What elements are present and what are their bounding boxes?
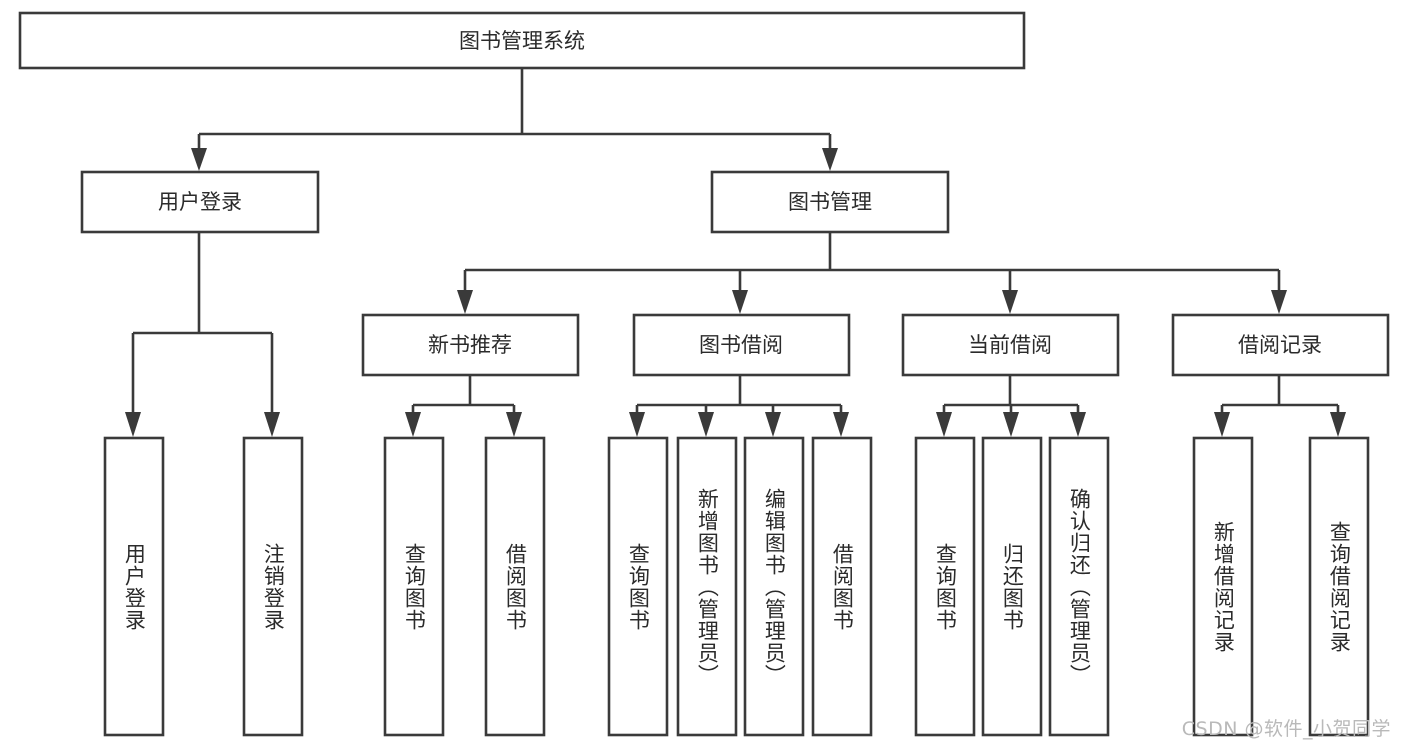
node-root[interactable]: 图书管理系统 [18, 11, 1026, 70]
arrow-to-user-login [191, 148, 207, 171]
node-leaf-query-book-2-box[interactable] [607, 436, 669, 737]
node-book-borrow-box[interactable] [632, 313, 851, 377]
edge-group-bookmanage-to-level3 [457, 232, 1287, 314]
node-user-login-label: 用户登录 [158, 190, 242, 214]
node-book-borrow[interactable]: 图书借阅 [632, 313, 851, 377]
node-leaf-borrow-book-1-box[interactable] [484, 436, 546, 737]
node-current-borrow-box[interactable] [901, 313, 1120, 377]
node-leaf-query-book-3-box[interactable] [914, 436, 976, 737]
arrow-to-leaf-user-logout [264, 412, 280, 437]
edge-group-bookborrow-to-leaves [629, 375, 849, 437]
arrow-to-leaf-add-record [1214, 412, 1230, 437]
node-new-book-recommend[interactable]: 新书推荐 [361, 313, 580, 377]
arrow-to-new-book-recommend [457, 290, 473, 314]
node-current-borrow[interactable]: 当前借阅 [901, 313, 1120, 377]
edge-group-currentborrow-to-leaves [936, 375, 1086, 437]
arrow-to-borrow-record [1271, 290, 1287, 314]
node-user-login[interactable]: 用户登录 [80, 170, 320, 234]
arrow-to-current-borrow [1002, 290, 1018, 314]
node-borrow-record-box[interactable] [1171, 313, 1390, 377]
node-leaf-query-record-box[interactable] [1308, 436, 1370, 737]
node-book-borrow-label: 图书借阅 [699, 333, 783, 357]
arrow-to-book-borrow [732, 290, 748, 314]
node-borrow-record[interactable]: 借阅记录 [1171, 313, 1390, 377]
node-book-manage-label: 图书管理 [788, 190, 872, 214]
edge-group-userlogin-to-leaves [125, 232, 280, 437]
arrow-to-leaf-borrow-book-1 [506, 412, 522, 437]
watermark-text: CSDN @软件_小贺同学 [1181, 718, 1391, 740]
arrow-to-leaf-add-book [698, 412, 714, 437]
node-leaf-user-logout-box[interactable] [242, 436, 304, 737]
node-book-manage[interactable]: 图书管理 [710, 170, 950, 234]
node-leaf-return-book-box[interactable] [981, 436, 1043, 737]
edge-group-borrowrecord-to-leaves [1214, 375, 1346, 437]
arrow-to-leaf-user-login [125, 412, 141, 437]
node-root-box[interactable] [18, 11, 1026, 70]
node-borrow-record-label: 借阅记录 [1238, 333, 1322, 357]
node-current-borrow-label: 当前借阅 [968, 333, 1052, 357]
node-leaf-edit-book-box[interactable] [743, 436, 805, 737]
node-user-login-box[interactable] [80, 170, 320, 234]
node-new-book-recommend-label: 新书推荐 [428, 333, 512, 357]
node-leaf-add-book-box[interactable] [676, 436, 738, 737]
arrow-to-leaf-query-book-2 [629, 412, 645, 437]
arrow-to-book-manage [822, 148, 838, 171]
node-leaf-borrow-book-2-box[interactable] [811, 436, 873, 737]
arrow-to-leaf-query-record [1330, 412, 1346, 437]
node-leaf-user-login-box[interactable] [103, 436, 165, 737]
arrow-to-leaf-confirm-return [1070, 412, 1086, 437]
arrow-to-leaf-borrow-book-2 [833, 412, 849, 437]
node-book-manage-box[interactable] [710, 170, 950, 234]
node-leaf-add-record-box[interactable] [1192, 436, 1254, 737]
node-leaf-confirm-return-box[interactable] [1048, 436, 1110, 737]
node-root-label: 图书管理系统 [459, 29, 585, 53]
node-leaf-query-book-1-box[interactable] [383, 436, 445, 737]
arrow-to-leaf-return-book [1003, 412, 1019, 437]
edge-group-root-to-level2 [191, 68, 838, 171]
arrow-to-leaf-query-book-3 [936, 412, 952, 437]
edge-group-newbook-to-leaves [405, 375, 522, 437]
arrow-to-leaf-query-book-1 [405, 412, 421, 437]
node-new-book-recommend-box[interactable] [361, 313, 580, 377]
arrow-to-leaf-edit-book [765, 412, 781, 437]
